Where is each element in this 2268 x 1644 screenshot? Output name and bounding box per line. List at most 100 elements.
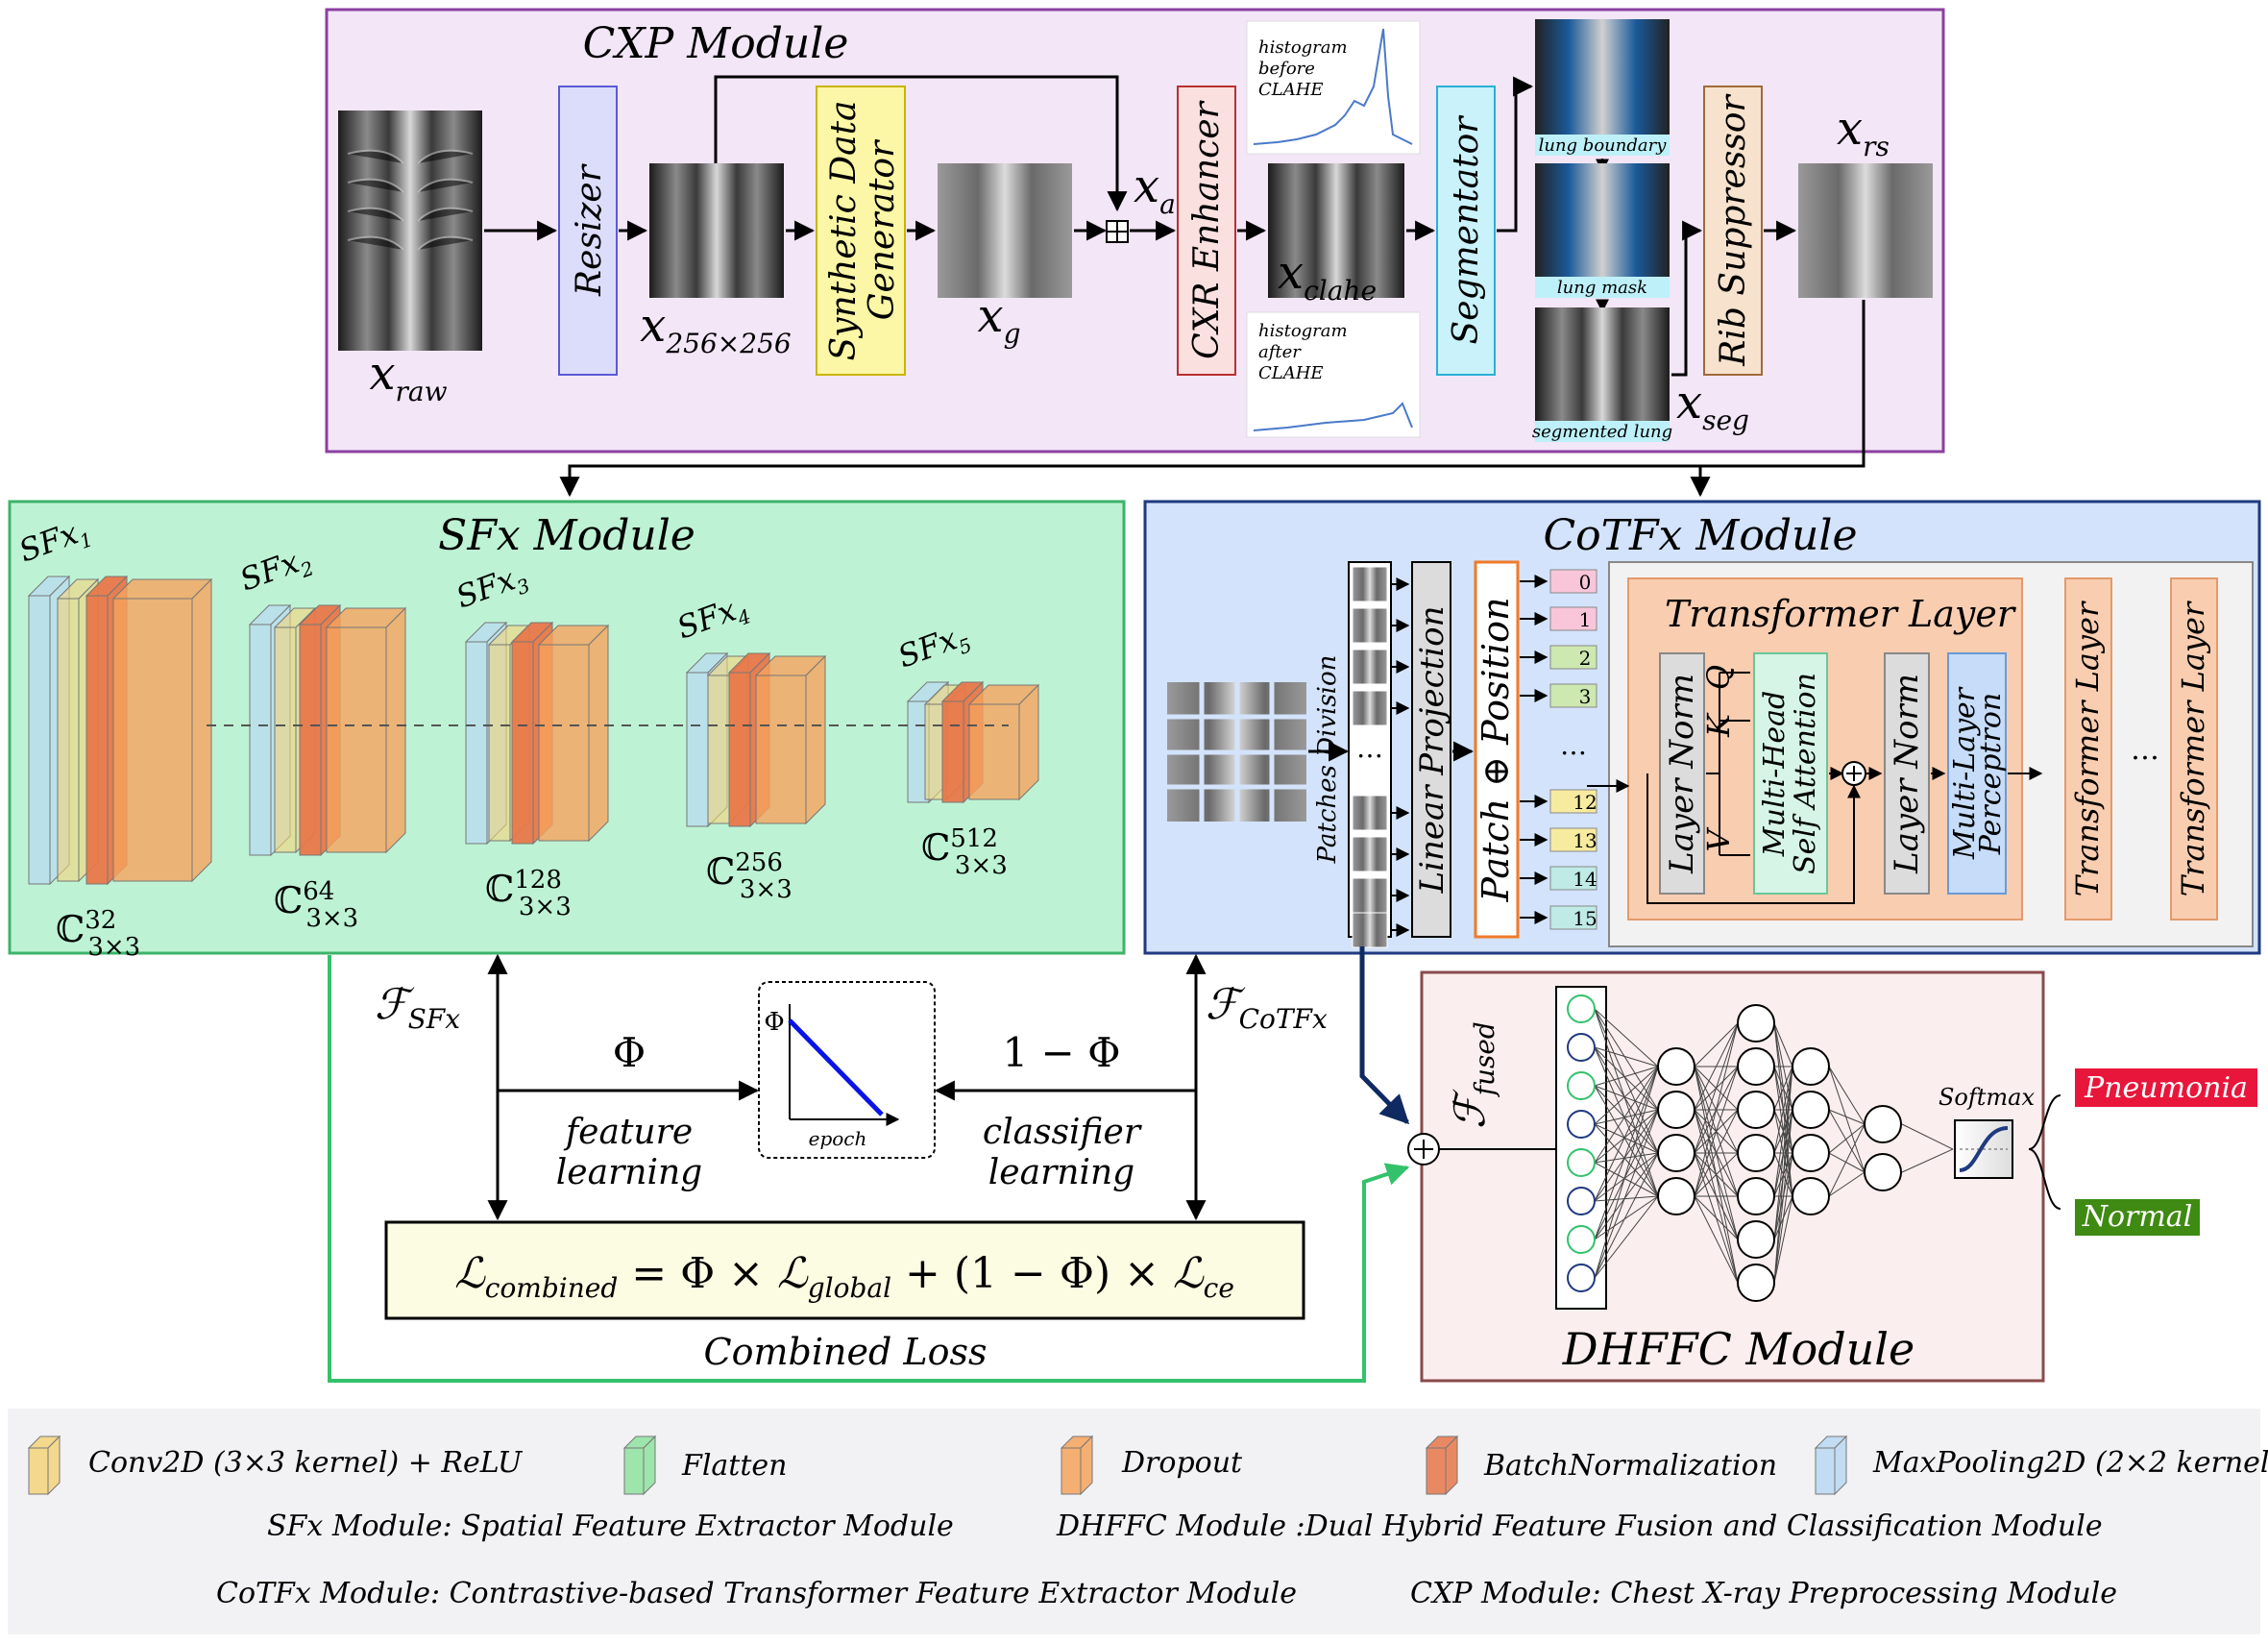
nn-node-2-0 (1737, 1004, 1775, 1043)
pos-token-ellipsis: … (1560, 729, 1587, 761)
x-seg-label: xseg (1676, 376, 1749, 436)
softmax-curve (1959, 1126, 2009, 1172)
sfx1-channels: 32 (85, 906, 116, 935)
nn-edge-0-7-3 (1594, 1195, 1659, 1279)
nn-edge-0-3-0 (1594, 1066, 1659, 1125)
segmentator-block (1436, 86, 1496, 376)
dhffc-module-title: DHFFC Module (1562, 1323, 1914, 1375)
lung-boundary-tag (1535, 135, 1670, 156)
legend-conv-label: Conv2D (3×3 kernel) + ReLU (88, 1446, 524, 1480)
legend-sfx-desc: SFx Module: Spatial Feature Extractor Mo… (267, 1509, 954, 1543)
mhsa-label-line1: Multi-Head (1758, 691, 1792, 857)
nn-edge-2-2-0 (1773, 1066, 1793, 1111)
nn-edge-1-1-0 (1694, 1022, 1739, 1111)
nn-edge-0-2-2 (1594, 1085, 1659, 1154)
f-cotfx-label: ℱCoTFx (1206, 980, 1328, 1035)
pos-token-0 (1549, 569, 1597, 594)
nn-node-2-1 (1737, 1047, 1775, 1086)
nn-edge-3-3-1 (1828, 1171, 1866, 1197)
sfx3-conv-symbol: ℂ (485, 868, 514, 910)
nn-edge-3-2-0 (1828, 1123, 1866, 1154)
segmented-lung-tag (1535, 421, 1670, 442)
pos-token-5 (1549, 789, 1597, 814)
hist-after-curve (1253, 402, 1413, 431)
stack-layer-n-label: Transformer Layer (2175, 601, 2211, 896)
nn-edge-2-6-2 (1773, 1152, 1793, 1284)
sfx4-kernel: 3×3 (740, 875, 793, 904)
maxpool-layer-icon (1814, 1435, 1848, 1496)
resized-xray-image (649, 163, 784, 298)
nn-node-1-2 (1657, 1134, 1695, 1172)
phi-label: Φ (613, 1029, 646, 1076)
nn-edge-1-2-0 (1694, 1022, 1739, 1154)
nn-node-0-7 (1567, 1264, 1596, 1292)
sfx4-dropout-layer (754, 654, 827, 825)
nn-edge-0-7-1 (1594, 1109, 1659, 1279)
normal-badge (2075, 1199, 2200, 1236)
hist-after-l1: histogram (1258, 321, 1348, 341)
layer-norm-2-label: Layer Norm (1888, 674, 1926, 874)
generator-label-line1: Synthetic Data (824, 101, 864, 361)
linear-projection-block (1411, 561, 1451, 938)
dhffc-module: DHFFC Module ℱfused Softmax (1407, 970, 2045, 1383)
nn-edge-0-6-3 (1594, 1195, 1659, 1240)
nn-edge-0-3-1 (1594, 1109, 1659, 1125)
nn-edges (1594, 1008, 1954, 1284)
f-fused-label: ℱfused (1446, 1021, 1500, 1129)
sfx3-kernel: 3×3 (519, 893, 572, 921)
pos-token-label-1: 1 (1579, 608, 1592, 631)
nn-node-2-5 (1737, 1220, 1775, 1259)
arrow-segmentator-to-boundary (1497, 76, 1534, 233)
raw-xray-ribs (347, 149, 474, 251)
nn-node-0-2 (1567, 1071, 1596, 1100)
arrow-segmented-to-suppressor (1671, 220, 1703, 377)
nn-edge-0-1-2 (1594, 1046, 1659, 1154)
nn-edge-0-2-1 (1594, 1085, 1659, 1111)
multi-head-attention-block (1753, 652, 1828, 895)
nn-edge-2-6-1 (1773, 1109, 1793, 1284)
classifier-learning-l2: learning (988, 1153, 1134, 1192)
nn-node-0-5 (1567, 1187, 1596, 1215)
combined-loss-caption: Combined Loss (704, 1331, 988, 1373)
suppressor-label: Rib Suppressor (1714, 94, 1753, 367)
nn-edge-1-3-1 (1694, 1066, 1739, 1197)
sfx-module-title: SFx Module (438, 511, 695, 560)
sfx4-channels: 256 (735, 848, 783, 877)
hist-after-l3: CLAHE (1258, 363, 1324, 383)
sfx1-dropout-layer (111, 577, 213, 883)
hist-before-l3: CLAHE (1258, 80, 1324, 100)
one-minus-phi-label: 1 − Φ (1002, 1029, 1120, 1076)
patch-cell-2 (1352, 649, 1388, 685)
nn-node-1-0 (1657, 1047, 1695, 1086)
sfx5-kernel: 3×3 (955, 851, 1008, 880)
patches-division-label: Patches Division (1313, 655, 1342, 865)
sfx2-conv-symbol: ℂ (274, 879, 303, 921)
cxr-enhancer-block (1177, 86, 1236, 376)
nn-edge-0-0-3 (1594, 1008, 1659, 1197)
nn-node-2-4 (1737, 1177, 1775, 1215)
layer-norm-2 (1884, 652, 1930, 895)
transformer-layer-stack-n (2170, 577, 2218, 920)
mhsa-label-line2: Self Attention (1789, 673, 1822, 874)
lung-mask-label: lung mask (1557, 278, 1647, 298)
fusion-add-plus (1414, 1140, 1433, 1159)
rib-suppressor-block (1703, 86, 1763, 376)
legend-dhffc-desc: DHFFC Module :Dual Hybrid Feature Fusion… (1056, 1509, 2103, 1543)
pos-token-8 (1549, 905, 1597, 930)
sfx5-dropout-layer (967, 683, 1040, 801)
nn-edge-0-5-1 (1594, 1109, 1659, 1202)
arrow-cxp-to-sfx (559, 300, 1866, 498)
cotfx-module: CoTFx Module Patches Division … Linear P… (1143, 500, 2261, 955)
pos-token-label-7: 14 (1573, 868, 1597, 891)
nn-edge-0-1-0 (1594, 1046, 1659, 1067)
resizer-block (558, 86, 618, 376)
patch-cell-0 (1352, 566, 1388, 602)
nn-node-4-0 (1864, 1105, 1902, 1143)
pos-token-label-0: 0 (1579, 571, 1592, 594)
nn-node-0-1 (1567, 1033, 1596, 1062)
histogram-after-panel (1246, 311, 1421, 438)
pos-token-6 (1549, 827, 1597, 852)
nn-edge-3-0-1 (1828, 1066, 1866, 1173)
